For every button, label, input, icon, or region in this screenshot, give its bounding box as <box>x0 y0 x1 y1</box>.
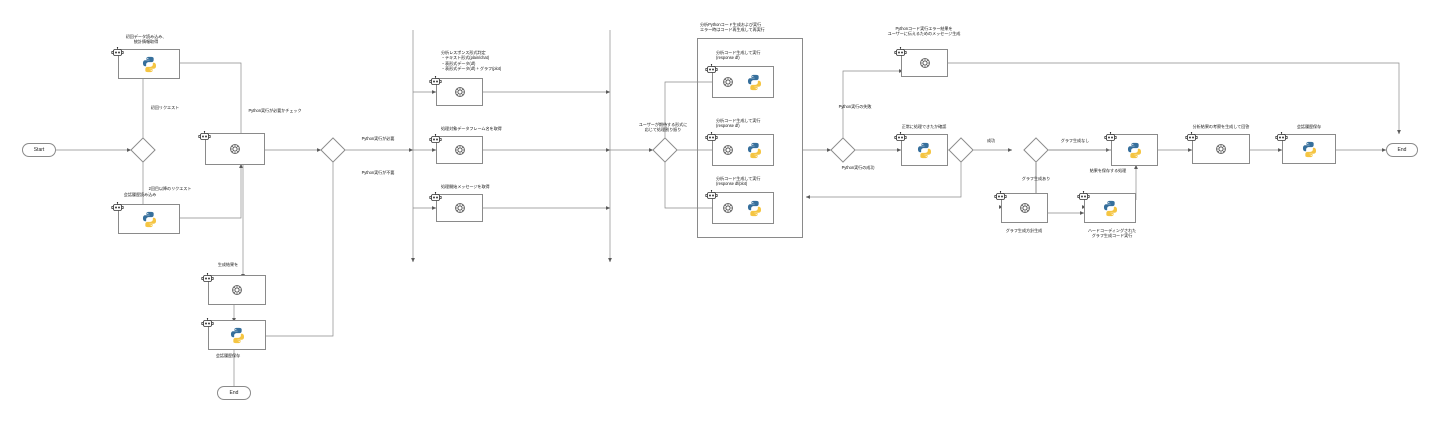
node-python-need-check <box>205 133 265 165</box>
node-history-load <box>118 204 180 234</box>
node-generate-result <box>208 275 266 305</box>
brain-icon <box>1018 201 1032 215</box>
label-code-exec-dt: 分析コード生成して実行 (response df) <box>716 118 761 129</box>
python-logo-icon <box>229 327 246 344</box>
robot-icon <box>201 270 214 282</box>
group-python-code-exec <box>697 38 803 238</box>
robot-icon <box>705 61 718 73</box>
brain-icon <box>918 56 932 70</box>
node-initial-data-load <box>118 49 180 79</box>
brain-icon <box>721 143 735 157</box>
robot-icon <box>429 189 442 201</box>
label-python-success: Python実行の成功 <box>841 165 875 170</box>
brain-icon <box>721 201 735 215</box>
label-group-python-exec: 分析Pythonコード生成および実行 エラー時はコード再生成して再実行 <box>700 22 765 33</box>
label-python-not-required: Python実行が不要 <box>361 170 395 175</box>
label-success: 成功 <box>986 138 996 143</box>
robot-icon <box>705 129 718 141</box>
label-hardcoded-graph-exec: ハードコーディングされた グラフ生成コード実行 <box>1087 228 1137 239</box>
label-response-format: 分析レスポンス形式判定 ・テキスト形式(plain/chat) ・表形式データ(… <box>441 50 502 72</box>
robot-icon <box>1185 129 1198 141</box>
robot-icon <box>1104 129 1117 141</box>
node-hardcoded-graph-exec <box>1084 193 1136 223</box>
robot-icon <box>894 44 907 56</box>
label-no-graph: グラフ生成なし <box>1060 138 1090 143</box>
node-analysis-summary <box>1192 134 1250 164</box>
label-graph-policy-gen: グラフ生成方針生成 <box>1005 228 1043 233</box>
label-has-graph: グラフ生成あり <box>1021 176 1051 181</box>
brain-icon <box>453 143 467 157</box>
robot-icon <box>429 131 442 143</box>
robot-icon <box>1077 188 1090 200</box>
label-second-request: 2回目以降のリクエスト <box>148 186 192 191</box>
label-generate-result: 生成結果を <box>217 262 239 267</box>
node-save-history-right <box>1282 134 1336 164</box>
node-save-history-left <box>208 320 266 350</box>
node-code-exec-dt <box>712 134 774 166</box>
label-python-failed: Python実行の失敗 <box>838 104 872 109</box>
robot-icon <box>201 315 214 327</box>
python-logo-icon <box>141 211 158 228</box>
robot-icon <box>429 73 442 85</box>
label-python-required: Python実行が必要 <box>361 136 395 141</box>
python-logo-icon <box>746 74 763 91</box>
robot-icon <box>111 44 124 56</box>
python-logo-icon <box>1126 142 1143 159</box>
node-code-exec-df <box>712 66 774 98</box>
label-python-need-check: Python実行が必要かチェック <box>248 108 302 113</box>
robot-icon <box>994 188 1007 200</box>
robot-icon <box>111 199 124 211</box>
brain-icon <box>230 283 244 297</box>
label-analysis-summary: 分析結果の考察を生成して回答 <box>1192 124 1250 129</box>
node-code-exec-df-plot <box>712 192 774 224</box>
brain-icon <box>721 75 735 89</box>
brain-icon <box>453 85 467 99</box>
robot-icon <box>705 187 718 199</box>
python-logo-icon <box>746 142 763 159</box>
robot-icon <box>894 129 907 141</box>
robot-icon <box>1275 129 1288 141</box>
label-history-load: 会話履歴読み込み <box>123 192 157 197</box>
brain-icon <box>228 142 242 156</box>
label-initial-data-load: 初回データ読み込み、 統計情報取得 <box>125 34 167 45</box>
label-save-history-left: 会話履歴保存 <box>215 353 241 358</box>
label-save-result: 結果を保存する処理 <box>1089 168 1127 173</box>
node-verify-success <box>901 134 948 166</box>
node-response-format-decide <box>436 78 483 106</box>
python-logo-icon <box>1102 200 1119 217</box>
label-code-exec-df-plot: 分析コード生成して実行 (response df/plot) <box>716 176 761 187</box>
terminal-end-right: End <box>1386 143 1418 157</box>
label-error-message-gen: Pythonコード実行エラー結果を ユーザーに伝えるためのメッセージ生成 <box>887 26 961 37</box>
robot-icon <box>198 128 211 140</box>
terminal-start: Start <box>22 143 56 157</box>
node-save-result <box>1111 134 1158 166</box>
label-code-exec-df: 分析コード生成して実行 (response df) <box>716 50 761 61</box>
python-logo-icon <box>746 200 763 217</box>
terminal-end-bottom: End <box>217 386 251 400</box>
python-logo-icon <box>916 142 933 159</box>
node-graph-policy-gen <box>1001 193 1048 223</box>
label-first-request: 初回リクエスト <box>150 105 180 110</box>
label-save-history-right: 会話履歴保存 <box>1296 124 1322 129</box>
python-logo-icon <box>1301 141 1318 158</box>
node-get-start-message <box>436 194 483 222</box>
label-get-start-message: 処理開始メッセージを取得 <box>441 184 490 189</box>
label-dispatch-by-format: ユーザーが期待する形式に 応じて処理割り振り <box>638 122 688 133</box>
python-logo-icon <box>141 56 158 73</box>
node-get-dataframe-name <box>436 136 483 164</box>
label-verify-success: 正常に処理できたか確認 <box>901 124 947 129</box>
node-error-message-gen <box>901 49 948 77</box>
label-get-dataframe-name: 処理対象データフレーム名を取得 <box>441 126 502 131</box>
brain-icon <box>453 201 467 215</box>
brain-icon <box>1214 142 1228 156</box>
